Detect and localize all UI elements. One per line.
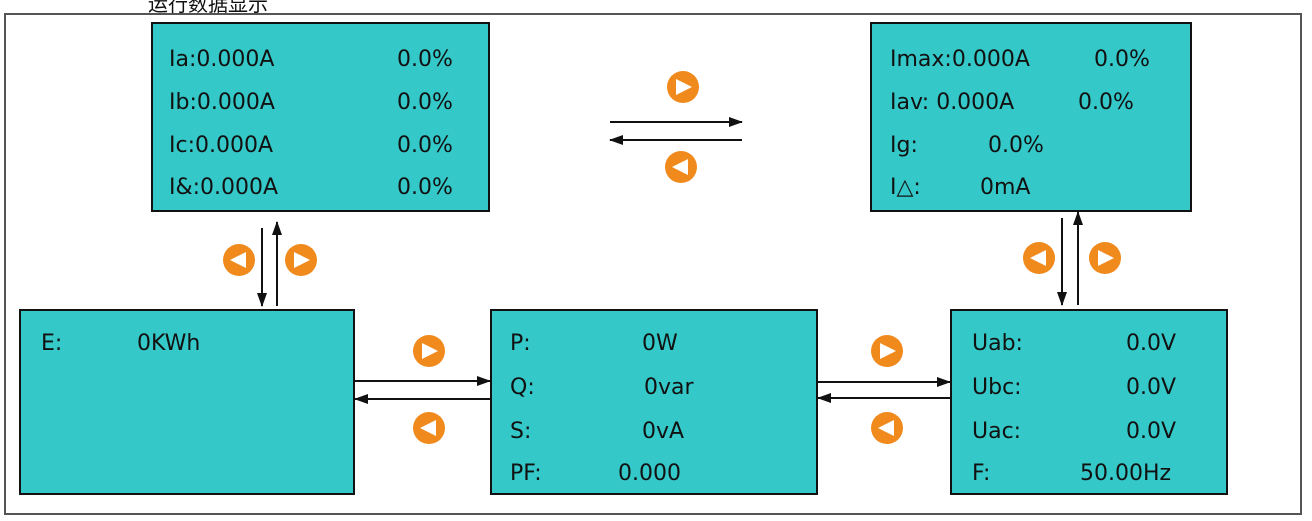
screen-row-label: PF:	[510, 461, 542, 486]
screen-row-label: Ib:0.000A	[169, 90, 275, 115]
next-button-icon	[667, 71, 699, 103]
screen-row-label: Iav: 0.000A	[890, 90, 1015, 115]
screen-row-label: Imax:0.000A	[890, 47, 1030, 72]
screen-row-value: 0.0V	[1126, 375, 1177, 400]
previous-button-icon	[1023, 242, 1055, 274]
lcd-screen-voltage: Uab: 0.0V Ubc: 0.0V Uac: 0.0V F: 50.00Hz	[950, 309, 1228, 495]
screen-row-label: Ig:	[890, 133, 918, 158]
previous-button-icon	[223, 244, 255, 276]
screen-row-label: E:	[41, 331, 63, 356]
screen-row-value: 0W	[642, 331, 678, 356]
lcd-screen-current: Ia:0.000A 0.0% Ib:0.000A 0.0% Ic:0.000A …	[151, 22, 490, 212]
lcd-screen-energy: E: 0KWh	[19, 309, 355, 495]
screen-row-value: 0.000	[618, 461, 681, 486]
screen-row-value: 0mA	[980, 175, 1031, 200]
screen-row-label: I△:	[890, 175, 921, 200]
next-button-icon	[1089, 242, 1121, 274]
screen-row-value: 0.0%	[397, 47, 453, 72]
screen-row-value: 0.0%	[397, 175, 453, 200]
screen-row-label: F:	[972, 461, 991, 486]
next-button-icon	[413, 335, 445, 367]
next-button-icon	[871, 335, 903, 367]
screen-row-value: 0.0%	[397, 90, 453, 115]
screen-row-label: Ia:0.000A	[169, 47, 275, 72]
screen-row-value: 50.00Hz	[1080, 461, 1172, 486]
screen-row-label: S:	[510, 419, 532, 444]
screen-row-value: 0.0%	[1078, 90, 1134, 115]
screen-row-label: Uab:	[972, 331, 1023, 356]
screen-row-label: I&:0.000A	[169, 175, 279, 200]
screen-row-label: Uac:	[972, 419, 1022, 444]
diagram-title: 运行数据显示	[148, 0, 268, 16]
screen-row-value: 0var	[644, 375, 694, 400]
next-button-icon	[285, 244, 317, 276]
lcd-screen-power: P: 0W Q: 0var S: 0vA PF: 0.000	[490, 309, 818, 495]
lcd-screen-current-stats: Imax:0.000A 0.0% Iav: 0.000A 0.0% Ig: 0.…	[870, 22, 1192, 212]
screen-row-value: 0.0%	[988, 133, 1044, 158]
screen-row-value: 0.0V	[1126, 419, 1177, 444]
screen-row-label: Ubc:	[972, 375, 1022, 400]
previous-button-icon	[665, 151, 697, 183]
diagram-frame	[4, 13, 1302, 515]
screen-row-value: 0KWh	[137, 331, 201, 356]
screen-row-value: 0.0%	[397, 133, 453, 158]
screen-row-label: Ic:0.000A	[169, 133, 274, 158]
screen-row-value: 0vA	[642, 419, 685, 444]
previous-button-icon	[871, 412, 903, 444]
screen-row-value: 0.0%	[1094, 47, 1150, 72]
screen-row-label: Q:	[510, 375, 535, 400]
screen-row-label: P:	[510, 331, 531, 356]
screen-row-value: 0.0V	[1126, 331, 1177, 356]
previous-button-icon	[413, 412, 445, 444]
